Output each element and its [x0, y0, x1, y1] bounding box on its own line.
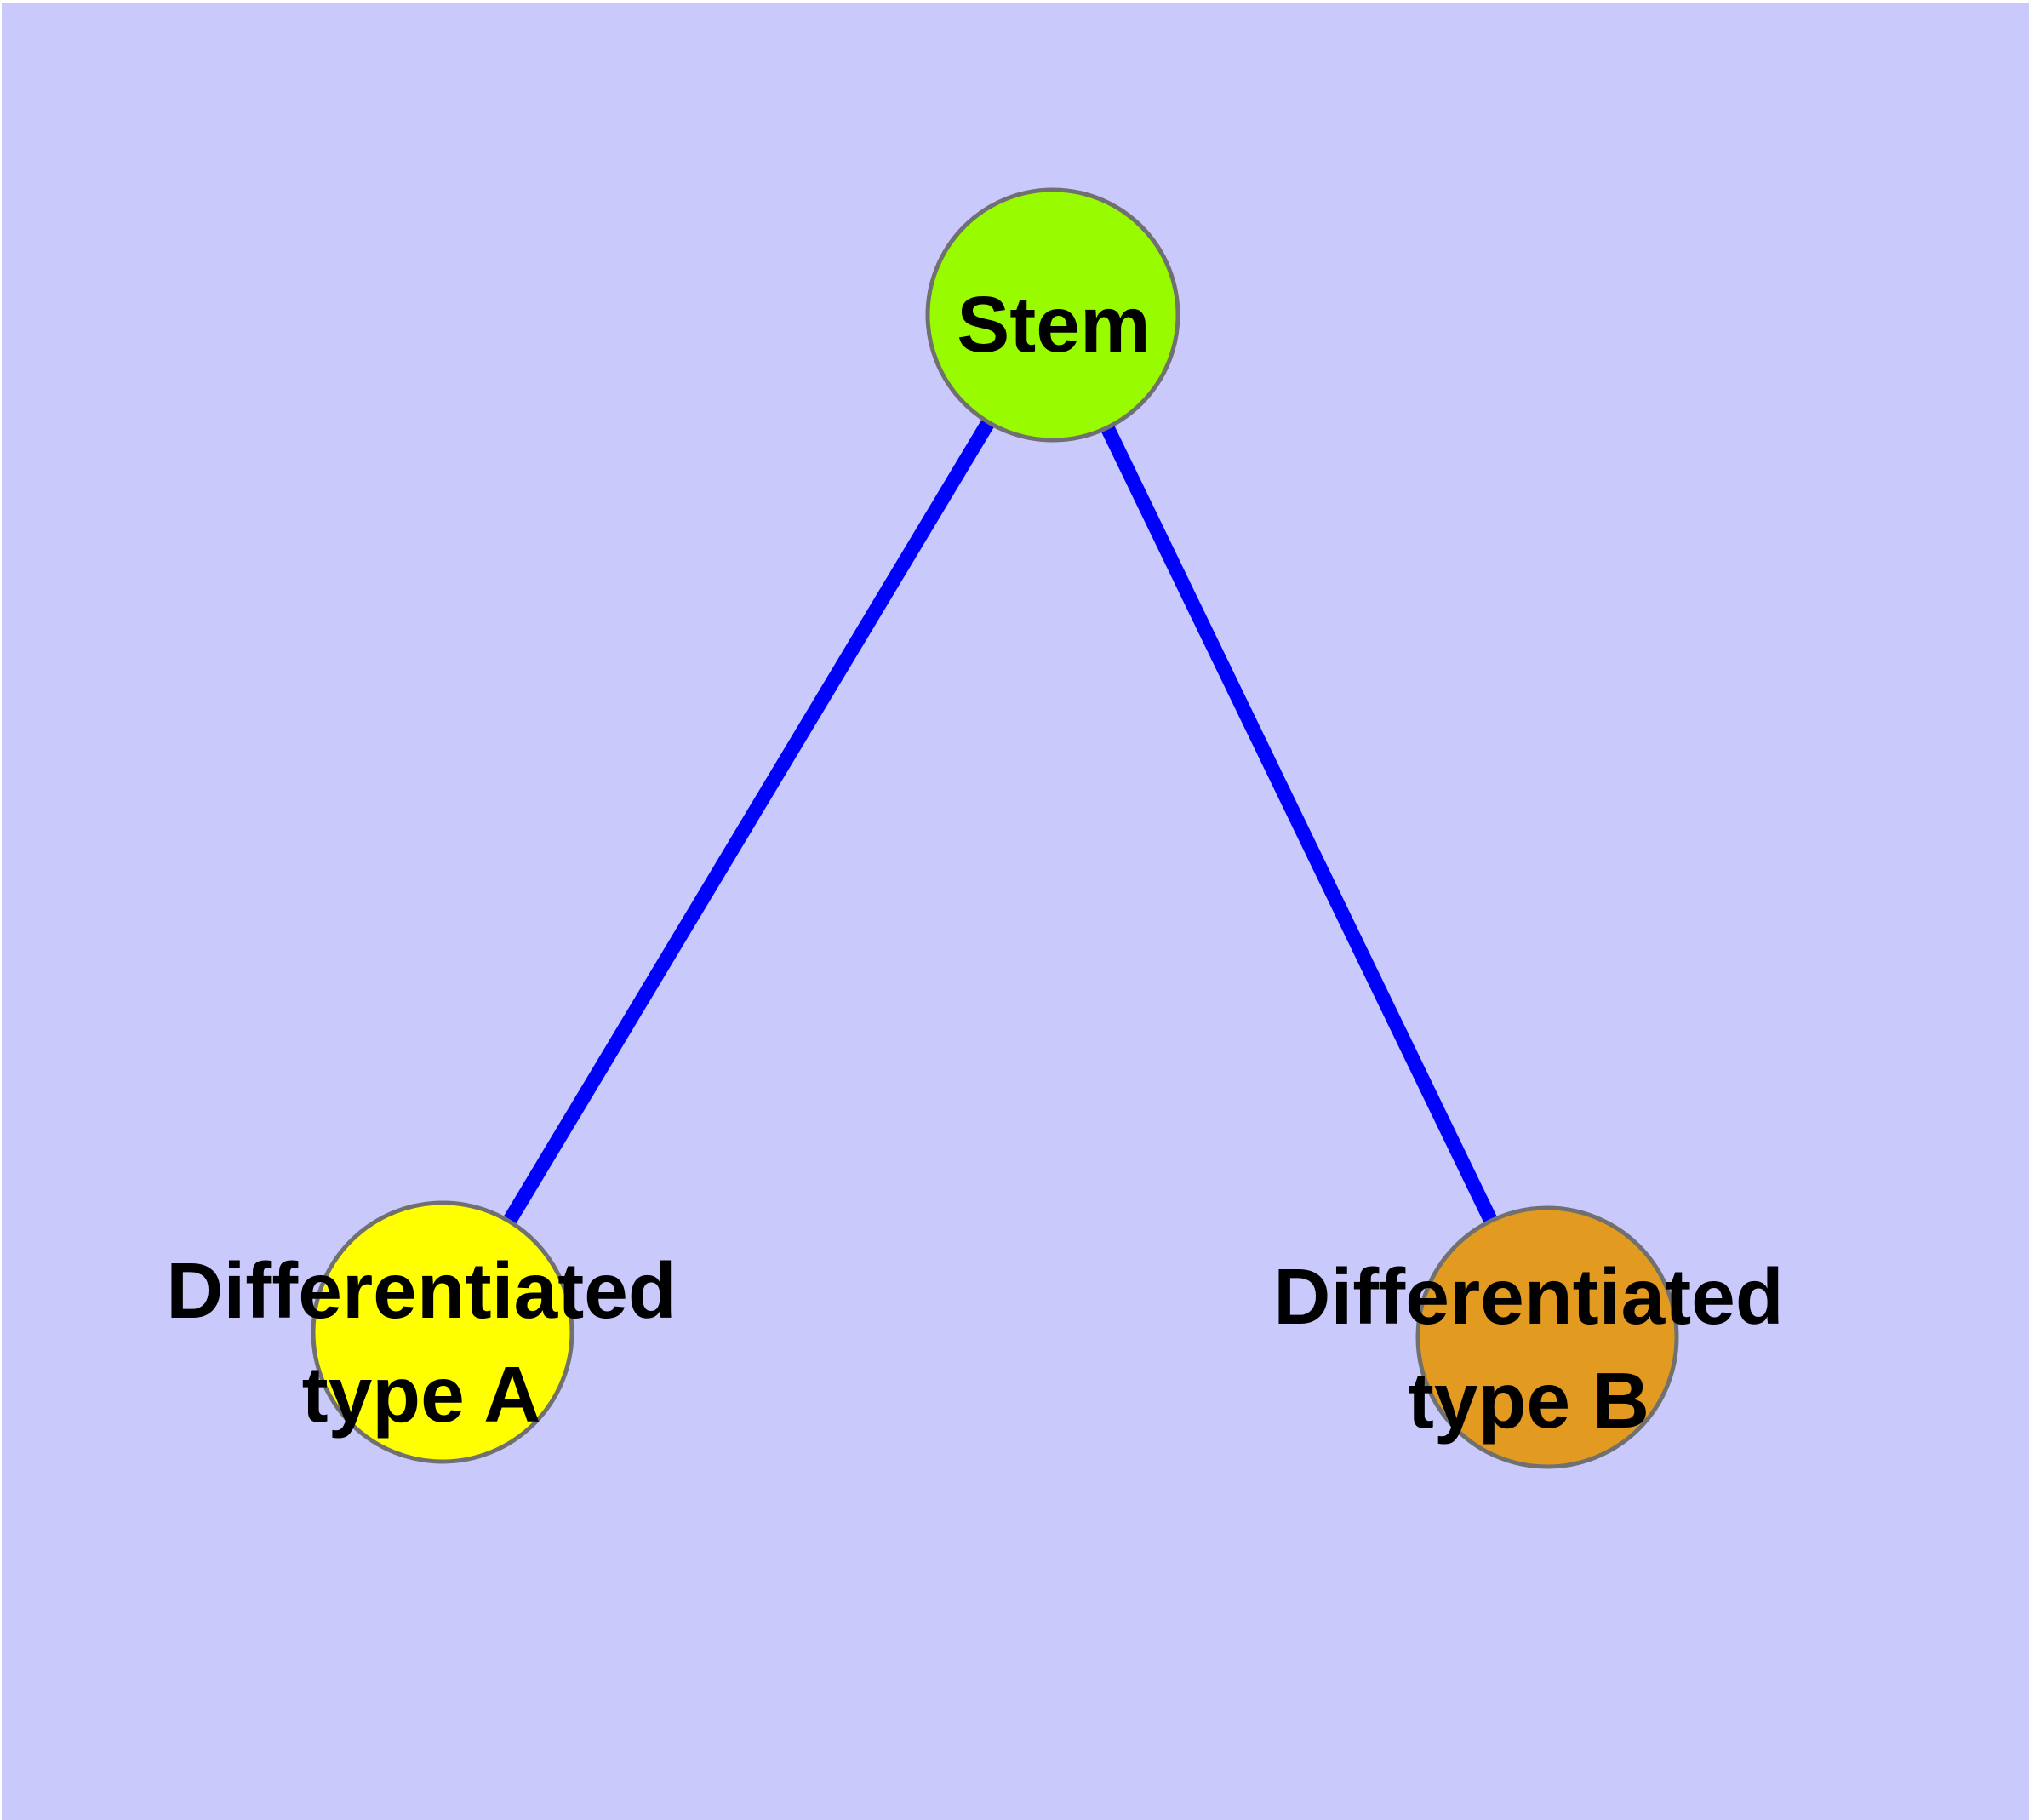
type-a-node-circle	[311, 1200, 574, 1464]
type-b-node-label-line2: type B	[1408, 1356, 1649, 1445]
stem-node-circle	[925, 187, 1180, 443]
type-b-node-circle	[1415, 1205, 1679, 1469]
type-b-node-label-line1: Differentiated	[1273, 1252, 1783, 1341]
type-a-node-label-line1: Differentiated	[166, 1246, 676, 1335]
type-a-node-label-line2: type A	[302, 1350, 541, 1439]
edge-stem-to-type-a	[436, 311, 1060, 1336]
stem-node-label: Stem	[957, 280, 1150, 369]
edge-stem-to-type-b	[1046, 312, 1554, 1341]
